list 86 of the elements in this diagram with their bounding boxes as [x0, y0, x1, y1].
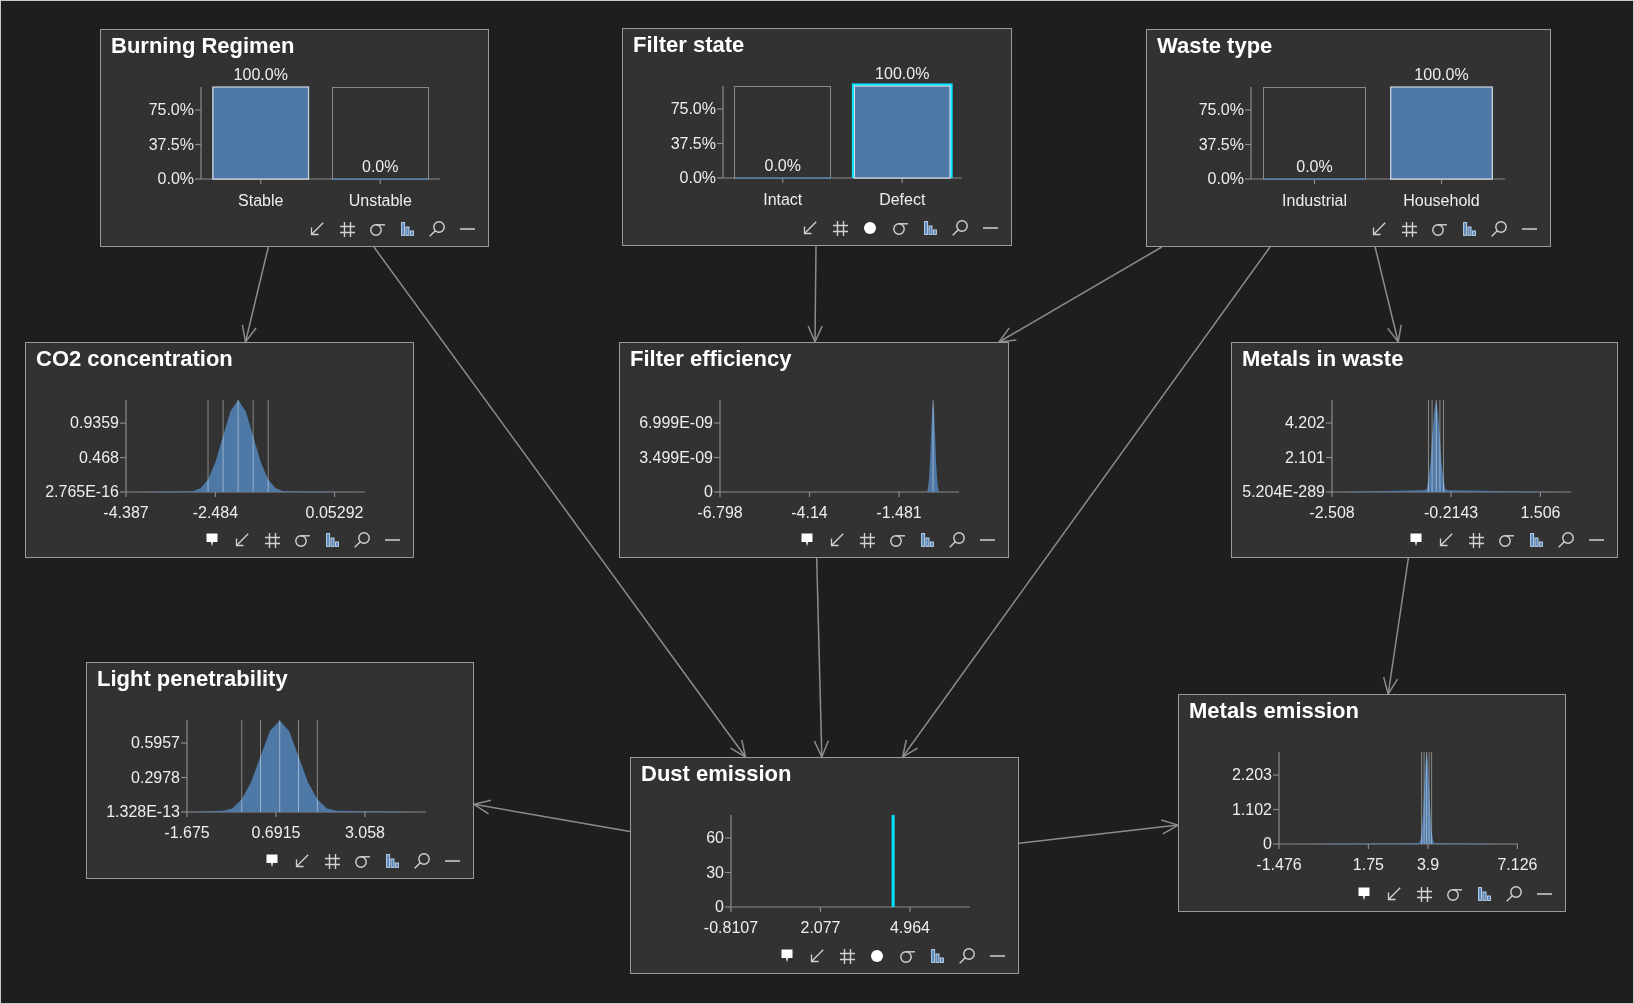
chart-panel [1231, 342, 1618, 558]
chart-panel [86, 662, 474, 879]
chart-panel [100, 29, 489, 247]
y-tick-label: 3.499E-09 [639, 449, 713, 466]
y-tick-label: 4.202 [1284, 415, 1325, 431]
node-title: Metals emission [1189, 697, 1359, 725]
y-tick-label: 6.999E-09 [639, 415, 713, 431]
y-tick-label: 75.0% [1198, 102, 1244, 118]
chart-panel [619, 342, 1009, 558]
x-tick-label: -4.14 [791, 504, 828, 521]
node-title: Burning Regimen [111, 32, 295, 60]
category-label: Household [1403, 193, 1480, 209]
value-label: 100.0% [875, 66, 930, 82]
value-label: 100.0% [1414, 67, 1469, 83]
category-label: Defect [879, 192, 926, 208]
arrow [473, 799, 631, 833]
y-tick-label: 0 [1263, 836, 1272, 852]
category-label: Intact [763, 192, 803, 208]
arrow [813, 557, 830, 758]
y-tick-label: 0.0% [157, 171, 194, 187]
category-label: Stable [238, 193, 284, 209]
x-tick-label: -2.508 [1309, 504, 1355, 521]
x-tick-label: 4.964 [889, 919, 930, 936]
y-tick-label: 37.5% [1198, 136, 1244, 153]
x-tick-label: -1.476 [1256, 856, 1302, 873]
node-title: CO2 concentration [36, 345, 233, 373]
arrow [1018, 819, 1179, 845]
value-label: 100.0% [233, 67, 288, 83]
chart-panel [1146, 29, 1551, 247]
chart-panel [25, 342, 414, 558]
arrow [1374, 246, 1402, 343]
value-label: 0.0% [1296, 159, 1333, 175]
chart-panel [622, 28, 1012, 246]
y-tick-label: 37.5% [670, 135, 716, 152]
y-tick-label: 37.5% [148, 136, 194, 153]
y-tick-label: 2.101 [1284, 449, 1325, 466]
y-tick-label: 0.0% [679, 170, 716, 186]
y-tick-label: 2.203 [1231, 767, 1272, 784]
x-tick-label: -2.484 [192, 504, 239, 521]
arrow [901, 246, 1271, 758]
y-tick-label: 0.468 [78, 449, 119, 466]
x-tick-label: -6.798 [697, 504, 743, 521]
y-tick-label: 75.0% [148, 102, 194, 118]
arrow [373, 246, 747, 758]
value-label: 0.0% [764, 158, 801, 174]
y-tick-label: 2.765E-16 [45, 484, 119, 500]
x-tick-label: 3.9 [1416, 856, 1440, 873]
x-tick-label: 0.05292 [305, 504, 364, 521]
chart-panel [1178, 694, 1566, 912]
arrow [998, 246, 1163, 343]
x-tick-label: 7.126 [1497, 856, 1538, 873]
y-tick-label: 30 [706, 864, 724, 881]
x-tick-label: -1.675 [164, 824, 210, 841]
arrow [241, 246, 270, 343]
x-tick-label: 2.077 [800, 919, 841, 936]
node-title: Filter efficiency [630, 345, 792, 373]
y-tick-label: 75.0% [670, 101, 716, 117]
y-tick-label: 0 [715, 899, 724, 915]
y-tick-label: 5.204E-289 [1242, 484, 1325, 500]
arrow [807, 245, 823, 343]
x-tick-label: -0.2143 [1423, 504, 1479, 521]
node-title: Waste type [1157, 32, 1273, 60]
x-tick-label: 3.058 [344, 824, 385, 841]
category-label: Unstable [348, 193, 412, 209]
x-tick-label: 0.6915 [251, 824, 301, 841]
node-title: Light penetrability [97, 665, 288, 693]
y-tick-label: 60 [706, 830, 724, 846]
arrow [1382, 557, 1410, 695]
node-title: Filter state [633, 31, 745, 59]
x-tick-label: 1.75 [1352, 856, 1384, 873]
x-tick-label: -4.387 [103, 504, 149, 521]
y-tick-label: 0.2978 [131, 769, 180, 786]
y-tick-label: 1.102 [1231, 801, 1272, 818]
y-tick-label: 1.328E-13 [106, 804, 180, 820]
node-title: Metals in waste [1242, 345, 1404, 373]
chart-panel [630, 757, 1019, 974]
y-tick-label: 0 [704, 484, 713, 500]
category-label: Industrial [1282, 193, 1347, 209]
y-tick-label: 0.9359 [70, 415, 119, 432]
y-tick-label: 0.0% [1207, 171, 1244, 187]
x-tick-label: 1.506 [1520, 504, 1561, 521]
x-tick-label: -1.481 [876, 504, 922, 521]
node-title: Dust emission [641, 760, 792, 788]
value-label: 0.0% [362, 159, 399, 175]
y-tick-label: 0.5957 [131, 735, 180, 751]
x-tick-label: -0.8107 [703, 919, 759, 936]
